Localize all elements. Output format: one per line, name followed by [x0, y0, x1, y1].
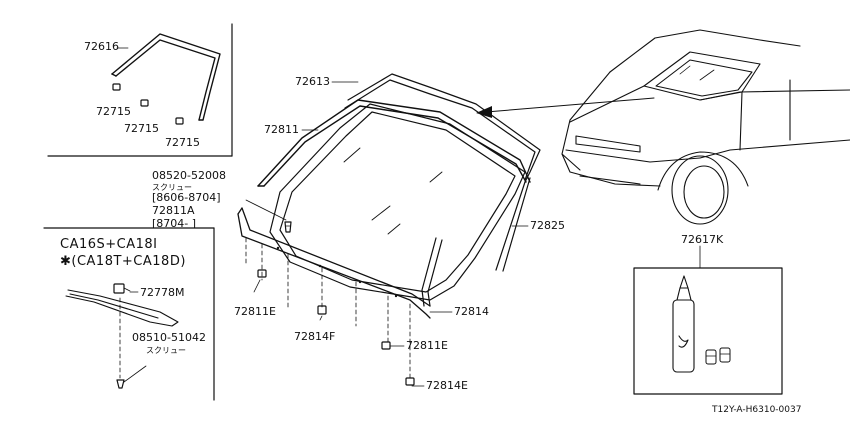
clip-72811e-a [257, 269, 267, 278]
label-screw-08520: 08520-52008 [152, 169, 226, 182]
cowl-holes [276, 246, 398, 298]
label-72617k: 72617K [681, 233, 724, 246]
label-72814: 72814 [454, 305, 489, 318]
dashed-guides [245, 237, 411, 379]
label-screw-08510: 08510-51042 [132, 331, 206, 344]
label-72613: 72613 [295, 75, 330, 88]
label-72811e-a: 72811E [234, 305, 276, 318]
cowl-detail [65, 289, 179, 327]
label-72814e: 72814E [426, 379, 468, 392]
label-72825: 72825 [530, 219, 565, 232]
molding-72616 [111, 33, 221, 121]
nozzles [705, 347, 731, 365]
label-72715-c: 72715 [165, 136, 200, 149]
bracket-72778m [113, 283, 131, 294]
label-date-range-2: [8704- ] [152, 217, 197, 230]
label-date-range-1: [8606-8704] [152, 191, 221, 204]
label-72616: 72616 [84, 40, 119, 53]
label-screw-kana-1: スクリュー [152, 183, 192, 192]
leader-lines-left [123, 291, 147, 383]
inset-box-bottom-left [43, 227, 215, 401]
clips-72715 [112, 83, 184, 125]
clip-72814f [317, 305, 327, 315]
label-72715-a: 72715 [96, 105, 131, 118]
label-72814f: 72814F [294, 330, 336, 343]
diagram-code: T12Y-A-H6310-0037 [712, 405, 802, 415]
inset-box-top-left [47, 23, 233, 157]
label-engine-variant-1: CA16S+CA18I [60, 237, 158, 252]
clip-72814e [405, 377, 415, 386]
car-glass-reflection [679, 65, 715, 81]
car-illustration [561, 29, 850, 225]
screw-08520 [284, 221, 292, 233]
sealant-tube [672, 275, 695, 373]
glass-reflection [343, 147, 443, 235]
label-screw-kana-2: スクリュー [146, 346, 186, 355]
windshield-72613-rubber [344, 73, 541, 272]
label-engine-variant-2: ✱(CA18T+CA18D) [60, 254, 186, 269]
label-72715-b: 72715 [124, 122, 159, 135]
leader-lines [245, 81, 529, 387]
inset-box-sealant [633, 245, 783, 395]
screw-08510 [116, 379, 125, 389]
label-72811a: 72811A [152, 204, 195, 217]
label-72778m: 72778M [140, 286, 185, 299]
clip-72811e-b [381, 341, 391, 350]
cowl-72814 [237, 207, 431, 319]
label-72811e-b: 72811E [406, 339, 448, 352]
label-72811: 72811 [264, 123, 299, 136]
arrow-to-car [476, 97, 655, 118]
side-molding-72811a [421, 237, 443, 307]
